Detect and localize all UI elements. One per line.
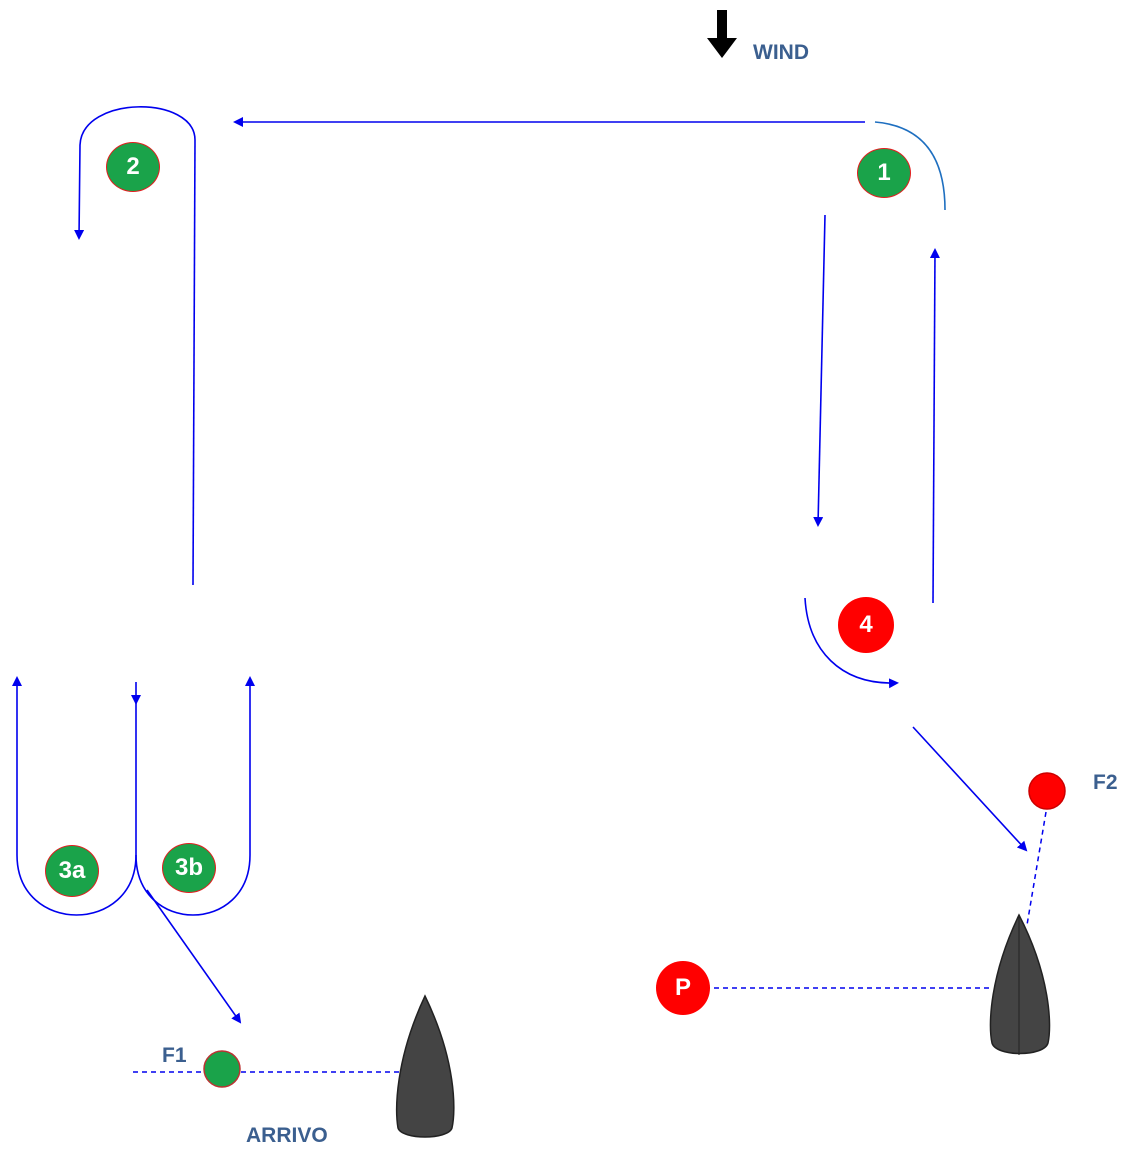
mark-3b: 3b <box>162 843 216 893</box>
f1-label: F1 <box>162 1044 187 1067</box>
buoy-f1 <box>203 1050 241 1088</box>
rounding-mark-4 <box>804 597 899 689</box>
rounding-mark-1 <box>874 121 946 211</box>
f2-label: F2 <box>1093 771 1118 794</box>
mark-1: 1 <box>857 148 911 198</box>
leg-to-finish-f1 <box>146 889 242 1024</box>
mark-3a: 3a <box>45 845 99 897</box>
leg-downwind-from-1 <box>813 214 826 527</box>
leg-2-down <box>192 139 196 586</box>
rounding-mark-3b <box>135 676 255 916</box>
leg-to-finish-f2 <box>912 726 1028 852</box>
mark-p: P <box>656 961 710 1015</box>
committee-boat-arrivo <box>395 994 455 1138</box>
rounding-mark-3a <box>12 676 137 916</box>
committee-boat-start <box>989 913 1051 1055</box>
wind-label: WIND <box>753 41 809 64</box>
mark-2: 2 <box>106 142 160 192</box>
leg-upwind-right <box>929 248 940 604</box>
line-f2 <box>1026 811 1047 926</box>
mark-4: 4 <box>838 597 894 653</box>
rounding-mark-2 <box>74 106 196 240</box>
buoy-f2 <box>1028 772 1066 810</box>
wind-arrow-icon <box>707 10 737 58</box>
arrivo-label: ARRIVO <box>246 1124 328 1147</box>
